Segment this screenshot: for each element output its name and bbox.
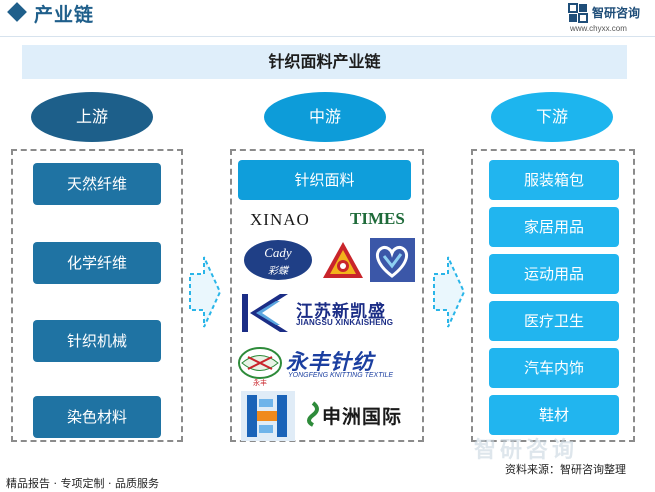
upstream-item-chemical-fiber: 化学纤维 [33, 242, 161, 284]
upstream-item-knitting-machinery: 针织机械 [33, 320, 161, 362]
downstream-item-medical-hygiene: 医疗卫生 [489, 301, 619, 341]
downstream-header: 下游 [491, 92, 613, 142]
arrow-midstream-to-downstream-icon [433, 256, 466, 328]
company-logo-cady: Cady 彩蝶 [244, 240, 312, 280]
brand-name: 智研咨询 [592, 6, 641, 20]
header-divider [0, 36, 655, 37]
downstream-item-apparel-bags: 服装箱包 [489, 160, 619, 200]
company-logo-blue-k [241, 391, 295, 441]
company-logo-jiangsu-mark [242, 294, 288, 332]
jiangsu-logo-subtext: JIANGSU XINKAISHENG [296, 318, 394, 327]
downstream-item-sports-goods: 运动用品 [489, 254, 619, 294]
header-title: 产业链 [34, 4, 95, 26]
midstream-header: 中游 [264, 92, 386, 142]
shenzhou-logo-mark [307, 401, 319, 427]
cady-logo-text: Cady [264, 245, 292, 260]
upstream-item-dye-materials: 染色材料 [33, 396, 161, 438]
jiangsu-logo-text: 江苏新凯盛 [296, 302, 386, 322]
brand-logo-icon [568, 3, 588, 23]
yongfeng-seal-text: 永丰 [253, 378, 267, 387]
downstream-box [471, 149, 635, 442]
upstream-header: 上游 [31, 92, 153, 142]
shenzhou-logo-text: 申洲国际 [322, 406, 403, 428]
company-logo-heart [370, 238, 415, 282]
downstream-item-home-goods: 家居用品 [489, 207, 619, 247]
midstream-box [230, 149, 424, 442]
yongfeng-logo-subtext: YONGFENG KNITTING TEXTILE [288, 372, 394, 379]
header: Industrial Chain 产业链 智研咨询 www.chyxx.com [0, 0, 655, 37]
yongfeng-logo-text: 永丰针纺 [286, 350, 374, 374]
upstream-item-natural-fiber: 天然纤维 [33, 163, 161, 205]
diagram-title: 针织面料产业链 [22, 45, 627, 79]
company-logo-times: TIMES [350, 209, 405, 228]
downstream-item-shoe-materials: 鞋材 [489, 395, 619, 435]
company-logo-triangle [323, 242, 363, 278]
arrow-upstream-to-midstream-icon [189, 256, 222, 328]
upstream-box [11, 149, 183, 442]
footer-slogan: 精品报告 · 专项定制 · 品质服务 [6, 477, 159, 490]
brand-url[interactable]: www.chyxx.com [570, 24, 627, 33]
diamond-icon [7, 2, 27, 22]
downstream-item-auto-interior: 汽车内饰 [489, 348, 619, 388]
company-logo-xinao: XINAO [250, 210, 310, 229]
cady-logo-cn: 彩蝶 [268, 266, 288, 277]
brand-logo[interactable]: 智研咨询 www.chyxx.com [568, 3, 653, 35]
midstream-item-knitted-fabric: 针织面料 [238, 160, 411, 200]
source-note: 资料来源：智研咨询整理 [505, 463, 626, 476]
watermark: 智研咨询 [474, 438, 579, 463]
company-logo-yongfeng-seal: 永丰 [238, 347, 282, 387]
